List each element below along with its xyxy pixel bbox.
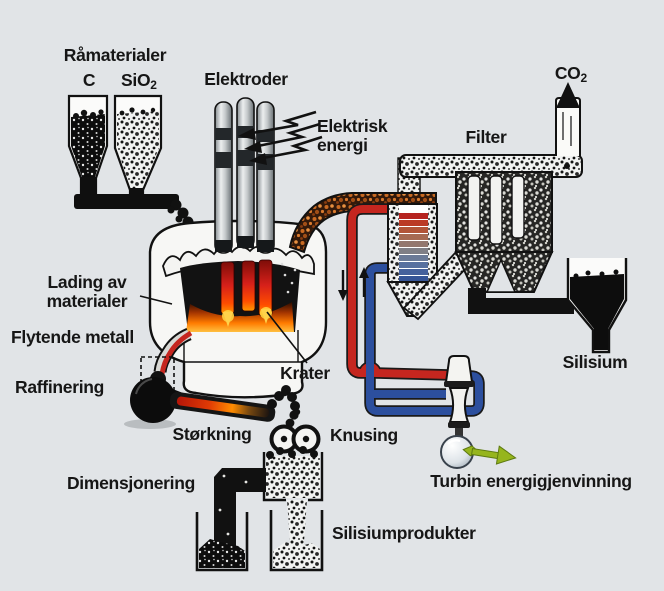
- silicon-hopper: [566, 258, 628, 354]
- electric-energy-icon: [238, 110, 323, 165]
- tapping-ladle: [124, 328, 193, 429]
- label-crater: Krater: [280, 363, 330, 383]
- label-silicon-products: Silisiumprodukter: [332, 523, 476, 543]
- label-carbon: C: [82, 70, 96, 90]
- filter-baghouse: [399, 82, 583, 314]
- charging-pointer-line: [139, 295, 173, 305]
- furnace: [148, 219, 328, 399]
- co2-arrow-icon: [556, 82, 580, 108]
- label-refining: Raffinering: [15, 377, 105, 397]
- label-turbine-energy-recovery: Turbin energigjenvinning: [430, 471, 632, 491]
- energy-output-arrow: [462, 445, 517, 465]
- electrodes-graphic: [214, 97, 275, 254]
- label-liquid-metal: Flytende metall: [11, 327, 134, 347]
- crater-pointer-line: [266, 311, 308, 364]
- label-solidification: Størkning: [172, 424, 252, 444]
- heat-recovery-pipes: [338, 203, 485, 417]
- casting-strip: [169, 391, 276, 422]
- turbine-unit: [440, 355, 517, 469]
- sizing-and-bins: [195, 446, 324, 572]
- label-sizing: Dimensjonering: [66, 473, 196, 493]
- label-silicon: Silisium: [562, 352, 628, 372]
- label-co2: CO2: [554, 63, 588, 86]
- label-quartz: SiO2: [121, 70, 157, 93]
- heat-exchanger: [386, 203, 472, 321]
- flow-up-arrow: [359, 267, 369, 297]
- label-raw-materials: Råmaterialer: [63, 45, 167, 65]
- label-filter: Filter: [465, 127, 507, 147]
- crusher-rolls: [267, 385, 321, 454]
- label-electrodes: Elektroder: [204, 69, 288, 89]
- label-crushing: Knusing: [330, 425, 398, 445]
- flow-down-arrow: [338, 270, 348, 301]
